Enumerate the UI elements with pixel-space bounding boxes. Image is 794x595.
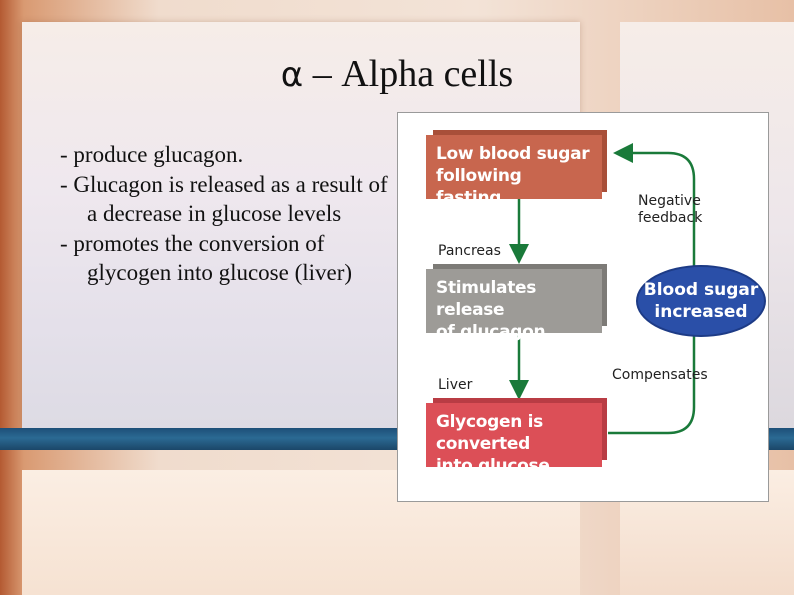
bullet-item: - promotes the conversion of glycogen in…: [60, 230, 353, 286]
pancreas-label: Pancreas: [438, 243, 501, 259]
low-blood-sugar-box: Low blood sugar following fasting.: [426, 135, 602, 208]
box-text-line: Low blood sugar: [436, 144, 590, 164]
label-line: Negative: [638, 193, 701, 209]
box-text-line: following fasting.: [436, 166, 522, 208]
bullet-item: - produce glucagon.: [60, 142, 244, 167]
oval-text-line: increased: [654, 302, 748, 322]
box-text-line: Stimulates release: [436, 278, 537, 320]
box-text-line: Glycogen is converted: [436, 412, 543, 454]
stimulates-release-box: Stimulates release of glucagon.: [426, 269, 602, 342]
bullet-item: - Glucagon is released as a result of a …: [60, 171, 388, 227]
box-text-line: into glucose.: [436, 456, 556, 476]
oval-text-line: Blood sugar: [643, 280, 759, 300]
slide-title: α – Alpha cells: [0, 52, 794, 96]
liver-label: Liver: [438, 377, 473, 393]
box-text-line: of glucagon.: [436, 322, 552, 342]
glycogen-converted-box: Glycogen is converted into glucose.: [426, 403, 602, 476]
blood-sugar-increased-oval: Blood sugar increased: [636, 265, 766, 337]
alpha-symbol: α: [280, 55, 304, 95]
compensates-label: Compensates: [612, 367, 708, 383]
title-text: – Alpha cells: [312, 53, 514, 95]
negative-feedback-label: Negative feedback: [638, 193, 702, 227]
glucagon-feedback-diagram: Low blood sugar following fasting. Pancr…: [397, 112, 769, 502]
label-line: feedback: [638, 210, 703, 226]
bullet-list: - produce glucagon. - Glucagon is releas…: [60, 140, 400, 288]
